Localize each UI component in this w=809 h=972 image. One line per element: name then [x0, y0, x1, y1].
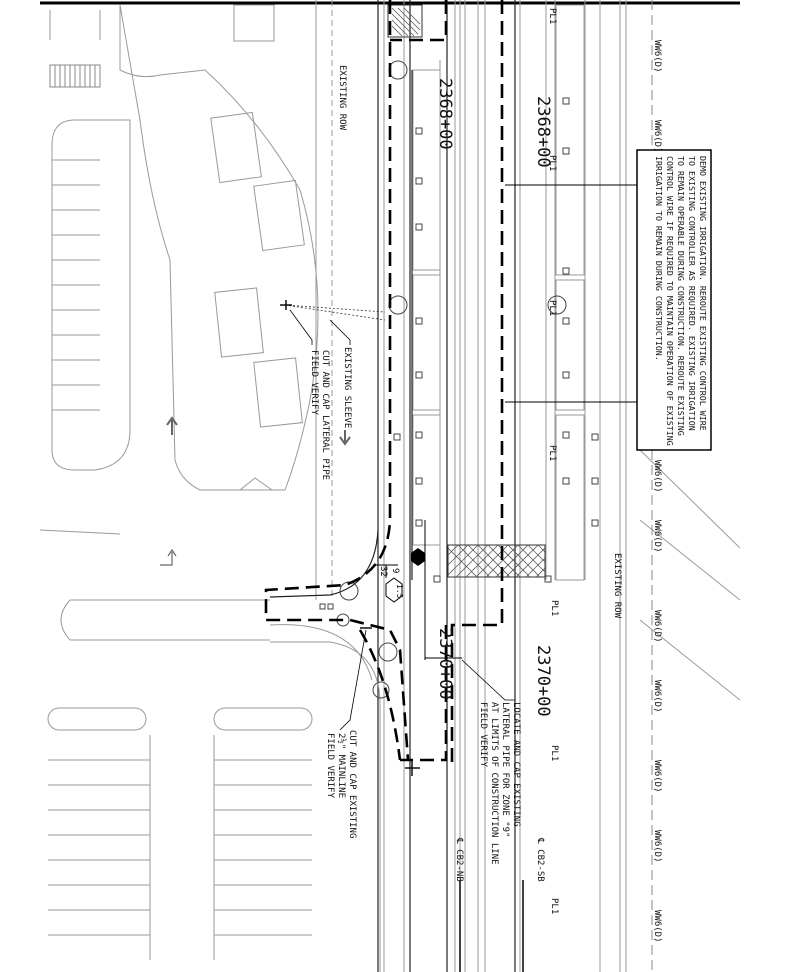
hex-tag — [385, 577, 403, 603]
locate-cap-line3: AT LIMITS OF CONSTRUCTION LINE — [489, 702, 499, 865]
ww-label-4: WW6(D) — [652, 520, 662, 553]
note-line-4: CONTROL WIRE IF REQUIRED TO MAINTAIN OPE… — [665, 156, 675, 446]
building-pad-4 — [253, 357, 303, 428]
centerline-cb2-sb: ℄ CB2-SB — [535, 837, 545, 882]
station-2370-right: 2370+00 — [533, 645, 553, 717]
parking-median-2 — [213, 707, 313, 731]
building-pad-1 — [210, 111, 262, 184]
property-line-labels: PL1 PL1 PL1 PL1 PL1 PL1 PL1 — [547, 8, 559, 914]
parking-island — [51, 119, 131, 471]
detail-number: 9 — [390, 568, 400, 573]
cut-cap-lateral-line2: FIELD VERIFY — [309, 350, 319, 416]
roadway-corridor — [269, 0, 741, 972]
irrigation-note-box: DEMO EXISTING IRRIGATION. REROUTE EXISTI… — [636, 149, 712, 451]
controller-symbol — [411, 548, 425, 566]
station-2368-left: 2368+00 — [435, 78, 455, 150]
ww-label-7: WW6(D) — [652, 760, 662, 793]
locate-cap-line1: LOCATE AND CAP EXISTING — [511, 702, 521, 827]
detail-sheet: 32 — [378, 566, 388, 577]
pl-label-2: PL1 — [547, 155, 557, 171]
parking-median-1 — [47, 707, 147, 731]
existing-row-label-right: EXISTING ROW — [612, 553, 622, 619]
note-line-2: TO EXISTING CONTROLLER AS REQUIRED. EXIS… — [687, 156, 697, 431]
pl-label-7: PL1 — [549, 898, 559, 914]
locate-cap-line2: LATERAL PIPE FOR ZONE "9" — [500, 702, 510, 837]
turn-arrow — [160, 548, 177, 566]
cut-cap-lateral-line1: CUT AND CAP LATERAL PIPE — [320, 350, 330, 480]
building-pad-3 — [214, 287, 264, 358]
centerline-cb2-nb: ℄ CB2-NB — [454, 837, 464, 882]
ww-label-2: WW6(D) — [652, 120, 662, 153]
pl-label-1: PL1 — [547, 8, 557, 24]
station-2368-right: 2368+00 — [533, 96, 553, 168]
parking-lot — [39, 0, 351, 960]
ww-label-5: WW6(D) — [652, 610, 662, 643]
cut-cap-mainline-line2: 2½" MAINLINE — [336, 733, 347, 798]
building-pad-2 — [253, 179, 305, 252]
existing-sleeve-label: EXISTING SLEEVE — [342, 347, 352, 428]
ww-label-6: WW6(D) — [652, 680, 662, 713]
direction-arrow-down — [339, 430, 351, 446]
crosswalk — [447, 544, 546, 578]
hex-tag-value: 1.5 — [395, 584, 404, 599]
cut-cap-mainline-line1: CUT AND CAP EXISTING — [347, 730, 357, 838]
ww-label-3: WW6(D) — [652, 460, 662, 493]
note-line-1: DEMO EXISTING IRRIGATION. REROUTE EXISTI… — [698, 156, 708, 431]
detail-callout: 9 32 1.5 — [373, 520, 462, 660]
ww-label-9: WW6(D) — [652, 910, 662, 943]
pl-label-3: PL1 — [547, 300, 557, 316]
note-line-5: IRRIGATION TO REMAIN DURING CONSTRUCTION… — [654, 156, 664, 361]
direction-arrow-up — [166, 416, 178, 435]
existing-row-label-left: EXISTING ROW — [337, 65, 347, 131]
building-footprint — [119, 4, 319, 491]
station-2370-left: 2370+00 — [435, 628, 455, 700]
drive-aisle — [70, 599, 270, 641]
ww-label-1: WW6(D) — [652, 40, 662, 73]
locate-cap-line4: FIELD VERIFY — [478, 702, 488, 768]
limits-of-construction — [264, 0, 504, 765]
pl-label-5: PL1 — [549, 600, 559, 616]
pl-label-4: PL1 — [547, 445, 557, 461]
building-annex — [233, 4, 275, 42]
parking-stalls — [52, 159, 100, 411]
ww6d-utility-line: WW6(D) WW6(D) WW6(D) WW6(D) WW6(D) WW6(D… — [651, 0, 662, 972]
note-line-3: TO REMAIN OPERABLE DURING CONSTRUCTION. … — [676, 156, 686, 436]
lower-parking-stalls — [48, 735, 312, 960]
ww-label-8: WW6(D) — [652, 830, 662, 863]
cut-cap-mainline-line3: FIELD VERIFY — [325, 733, 335, 799]
pl-label-6: PL1 — [549, 745, 559, 761]
